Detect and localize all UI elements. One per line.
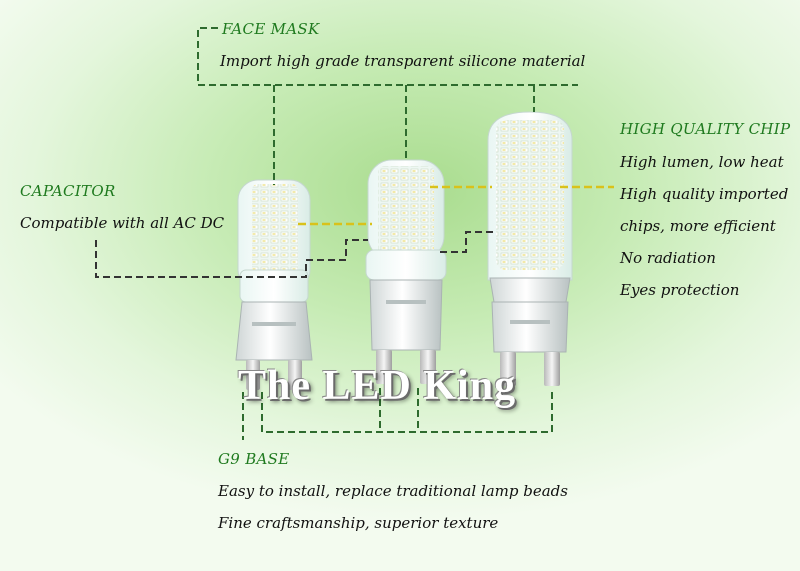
chip-line: No radiation — [620, 249, 716, 267]
chip-line: Eyes protection — [620, 281, 740, 299]
capacitor-title: CAPACITOR — [20, 182, 116, 200]
base-lines — [242, 388, 553, 440]
base-title: G9 BASE — [218, 450, 290, 468]
face-mask-title: FACE MASK — [222, 20, 320, 38]
capacitor-desc: Compatible with all AC DC — [20, 214, 225, 232]
brand-watermark: The LED King — [238, 363, 517, 409]
base-line: Fine craftsmanship, superior texture — [218, 514, 499, 532]
chip-line: High quality imported — [620, 185, 789, 203]
face-mask-lines — [197, 27, 578, 185]
chip-title: HIGH QUALITY CHIP — [620, 120, 791, 138]
capacitor-lines — [95, 231, 494, 278]
base-line: Easy to install, replace traditional lam… — [218, 482, 568, 500]
face-mask-desc: Import high grade transparent silicone m… — [220, 52, 586, 70]
bulb-middle — [365, 159, 447, 384]
bulb-right — [487, 111, 573, 386]
bulb-left — [235, 179, 313, 390]
chip-lines — [298, 185, 614, 226]
chip-line: chips, more efficient — [620, 217, 776, 235]
chip-line: High lumen, low heat — [620, 153, 784, 171]
